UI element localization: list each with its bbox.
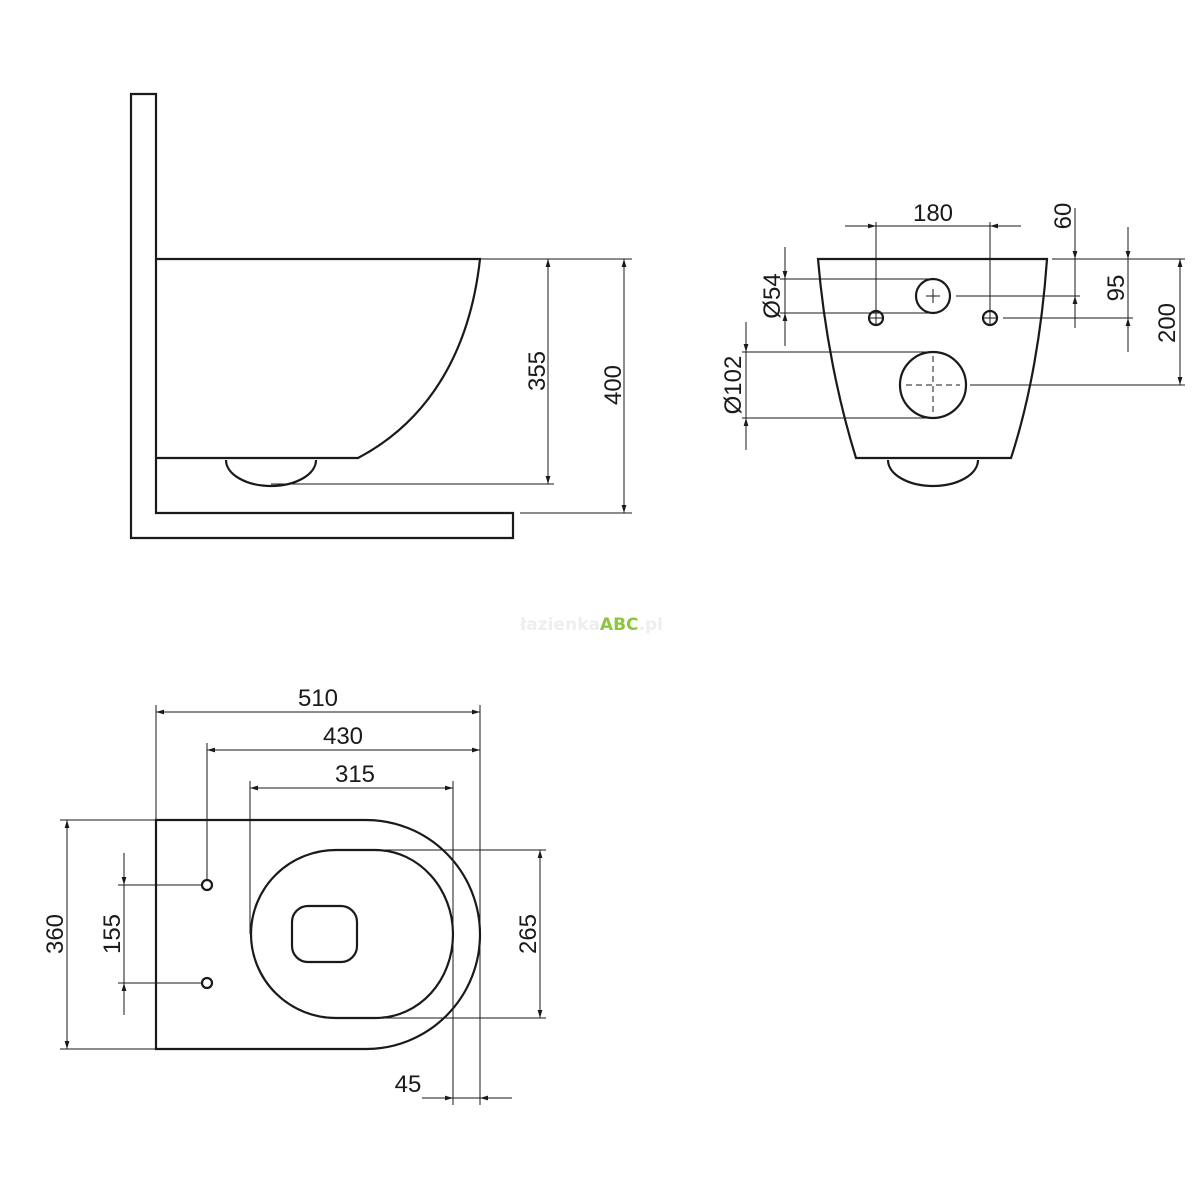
dim-355: 355 — [524, 351, 551, 391]
seat-outline — [249, 848, 455, 1020]
seat-hole-top — [200, 878, 214, 892]
watermark: łazienkaABC.pl — [519, 615, 663, 635]
dim-400: 400 — [600, 365, 627, 405]
dim-diameter-102: Ø102 — [720, 356, 747, 415]
dim-155: 155 — [99, 914, 126, 954]
bowl-outlet — [224, 459, 318, 488]
dim-45: 45 — [395, 1071, 422, 1098]
seat-hole-bottom — [200, 976, 214, 990]
wall-hatch — [129, 92, 515, 540]
dim-360: 360 — [42, 914, 69, 954]
top-view: 510 430 315 45 360 155 265 — [42, 685, 546, 1105]
seat-opening — [290, 904, 359, 964]
dim-180: 180 — [913, 200, 953, 227]
dim-200: 200 — [1154, 303, 1181, 343]
back-view: 180 60 95 200 Ø54 Ø102 — [720, 200, 1185, 488]
dim-95: 95 — [1103, 275, 1130, 302]
dim-315: 315 — [335, 761, 375, 788]
dim-510: 510 — [298, 685, 338, 712]
bowl-side-outline — [156, 257, 482, 460]
dim-diameter-54: Ø54 — [759, 273, 786, 318]
dim-60: 60 — [1050, 203, 1077, 230]
dim-430: 430 — [323, 723, 363, 750]
bowl-top-outline — [154, 818, 482, 1051]
bowl-back-outline — [816, 257, 1049, 460]
dim-265: 265 — [515, 914, 542, 954]
side-view: 355 400 — [129, 92, 632, 540]
